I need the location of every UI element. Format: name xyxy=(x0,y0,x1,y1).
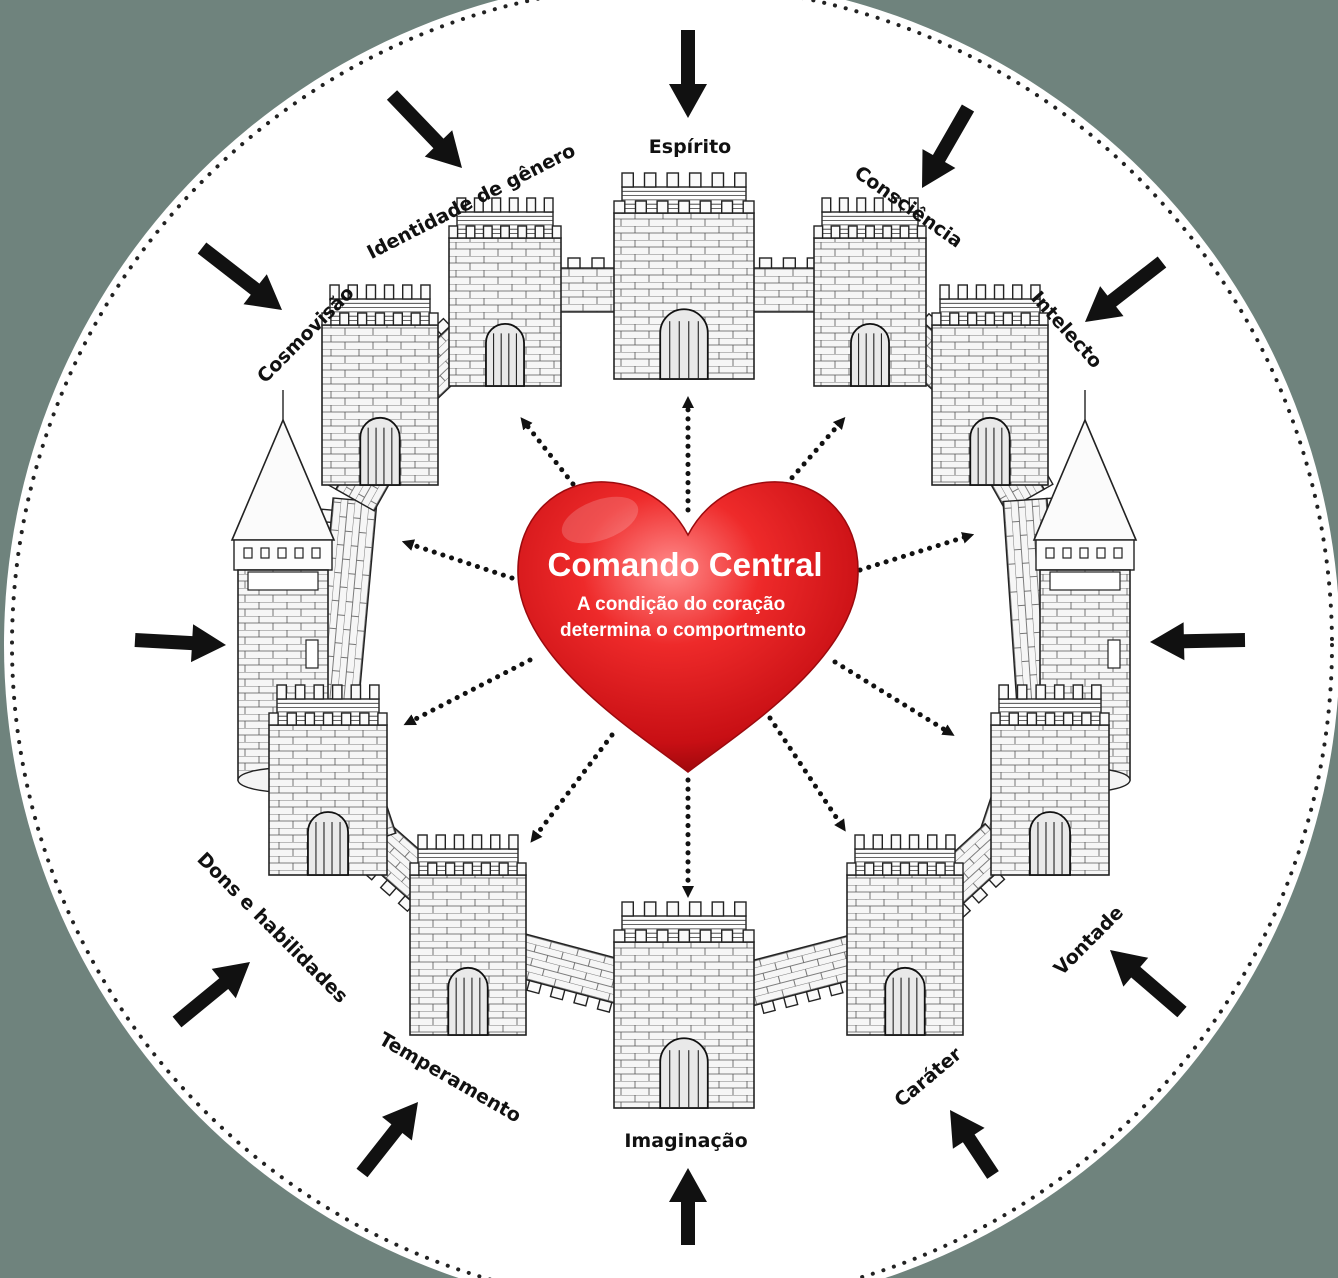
dotted-outward-arrow-icon xyxy=(767,715,846,832)
inward-arrow-icon xyxy=(1085,256,1167,322)
castle-tower xyxy=(448,197,562,387)
castle-tower xyxy=(990,684,1110,876)
inward-arrow-icon xyxy=(922,104,975,188)
castle-tower xyxy=(613,901,755,1109)
inward-arrow-icon xyxy=(134,624,226,663)
dotted-outward-arrow-icon xyxy=(520,417,576,487)
dotted-border xyxy=(10,0,1334,1278)
inward-arrow-icon xyxy=(669,30,707,118)
castle-tower xyxy=(846,834,964,1036)
castle-tower xyxy=(321,284,439,486)
label-imaginacao: Imaginação xyxy=(624,1130,747,1152)
heart-icon xyxy=(517,481,859,773)
inward-arrows xyxy=(134,30,1246,1245)
dotted-outward-arrow-icon xyxy=(403,657,533,726)
castle-tower xyxy=(613,172,755,380)
center-title: Comando Central xyxy=(547,546,822,583)
dotted-outward-arrow-icon xyxy=(530,732,615,843)
castle-icon xyxy=(230,172,1138,1109)
inward-arrow-icon xyxy=(386,90,462,168)
castle-tower xyxy=(409,834,527,1036)
dotted-outward-arrow-icon xyxy=(857,532,975,573)
dotted-outward-arrow-icon xyxy=(832,659,955,736)
center-subtitle-line1: A condição do coração xyxy=(577,594,785,615)
castle-tower xyxy=(931,284,1049,486)
inward-arrow-icon xyxy=(172,962,250,1028)
inward-arrow-icon xyxy=(1110,950,1187,1018)
castle-tower xyxy=(813,197,927,387)
label-espirito: Espírito xyxy=(649,136,731,158)
inward-arrow-icon xyxy=(950,1110,999,1179)
castle-tower xyxy=(268,684,388,876)
inward-arrow-icon xyxy=(356,1102,418,1178)
inward-arrow-icon xyxy=(669,1168,707,1245)
inward-arrow-icon xyxy=(1150,622,1246,661)
center-subtitle-line2: determina o comportmento xyxy=(560,620,806,641)
inward-arrow-icon xyxy=(197,242,282,310)
dotted-outward-arrow-icon xyxy=(401,539,515,581)
